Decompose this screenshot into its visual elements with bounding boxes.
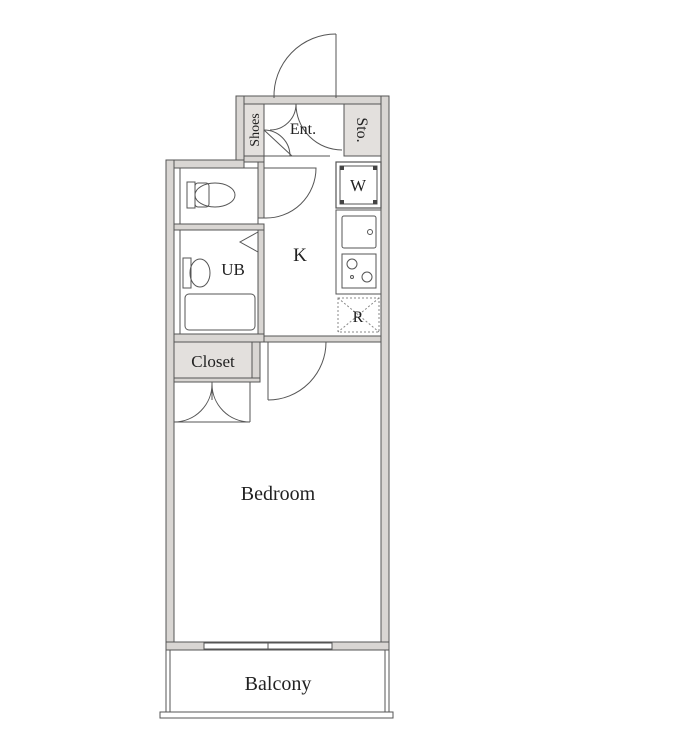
label-washer: W (350, 176, 367, 195)
stove-icon (341, 253, 377, 289)
label-shoes: Shoes (248, 113, 263, 146)
balcony-window (203, 642, 333, 650)
refrigerator-cross (337, 297, 380, 333)
toilet-room (179, 167, 259, 225)
label-closet: Closet (191, 352, 235, 371)
kitchen-sink-icon (341, 215, 377, 249)
label-bedroom: Bedroom (241, 483, 316, 505)
washer-corner-marks (340, 166, 377, 204)
wall-ub-right (257, 227, 265, 337)
label-balcony: Balcony (245, 673, 312, 695)
bathtub-icon (184, 293, 256, 331)
wall-wc-ub (173, 223, 265, 231)
wall-right (380, 95, 390, 649)
burner-icon (361, 271, 373, 283)
wall-entrance-top (235, 95, 390, 105)
entrance-inner-doors (263, 103, 343, 157)
balcony (159, 650, 394, 719)
wall-entrance-left (235, 95, 245, 161)
closet-space (173, 341, 253, 379)
wall-closet-bottom (173, 377, 261, 383)
label-entrance: Ent. (290, 121, 316, 138)
washer-inner (339, 165, 378, 205)
storage-cabinet (343, 103, 382, 157)
label-kitchen: K (293, 245, 307, 266)
wall-closet-right (251, 341, 261, 383)
toilet-icon (186, 181, 236, 209)
bath-door (238, 231, 259, 253)
wall-left (165, 159, 175, 649)
wall-left-upper (165, 159, 245, 169)
burner-icon (350, 275, 354, 279)
entrance-door (273, 33, 337, 99)
wall-wc-right (257, 161, 265, 219)
closet-doors (173, 382, 251, 423)
burner-icon (346, 258, 358, 270)
wall-entrance-step (243, 155, 265, 163)
toilet-door (263, 167, 317, 219)
label-refrigerator: R (353, 309, 364, 326)
label-unit-bath: UB (221, 260, 245, 279)
wall-ub-closet (173, 333, 265, 343)
bedroom-door (267, 341, 327, 401)
wall-kitchen-bedroom (263, 335, 382, 343)
unit-bath-room (179, 229, 259, 335)
sink-icon (182, 257, 211, 289)
kitchen-counter (335, 209, 382, 295)
sink-drain-icon (367, 229, 373, 235)
label-storage: Sto. (353, 117, 370, 142)
